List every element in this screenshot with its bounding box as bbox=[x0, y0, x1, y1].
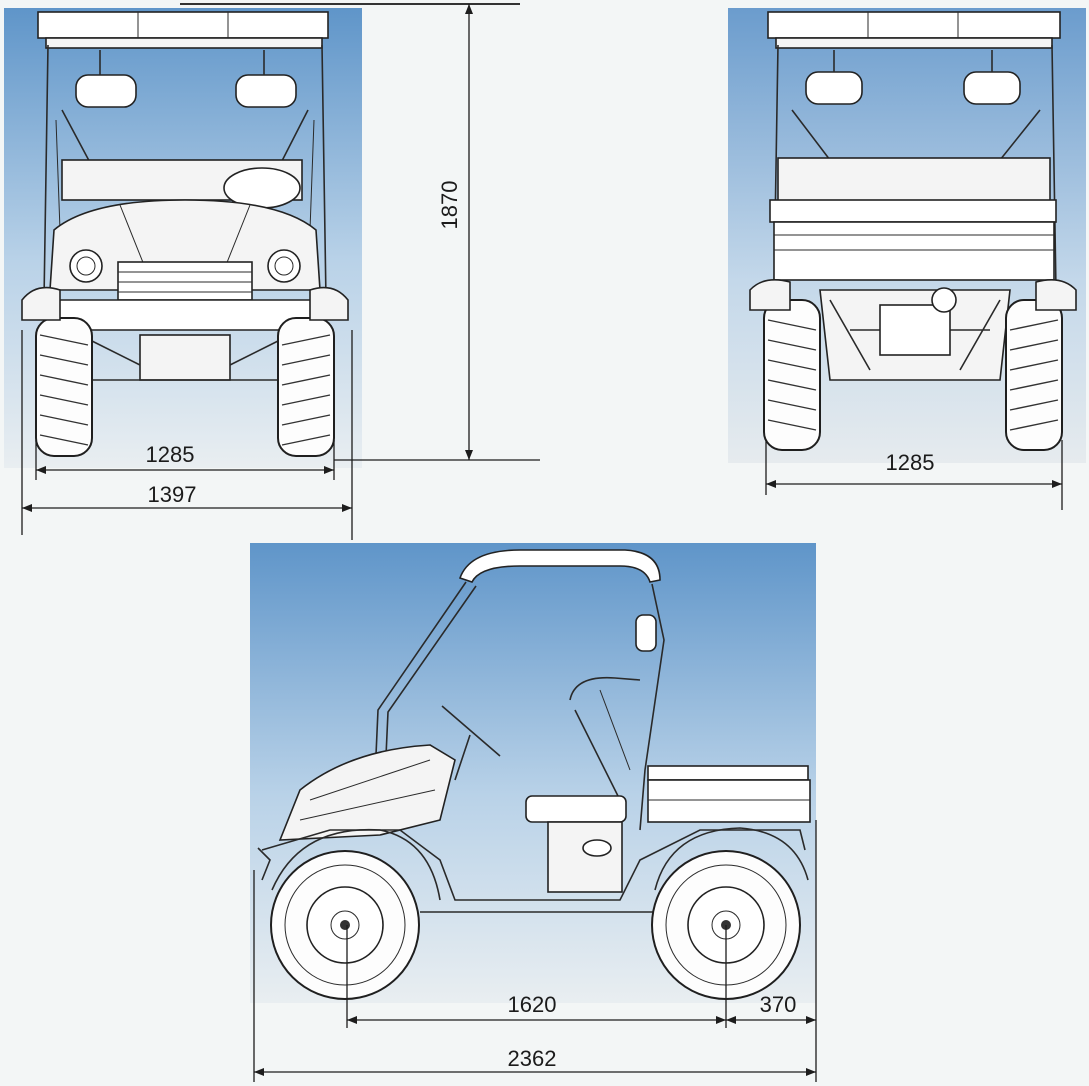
side-seat bbox=[525, 795, 627, 823]
front-grille bbox=[117, 261, 253, 301]
front-track-label: 1285 bbox=[146, 442, 195, 467]
overall-length-label: 2362 bbox=[508, 1046, 557, 1071]
rear-overhang-label: 370 bbox=[760, 992, 797, 1017]
front-left-mirror bbox=[75, 74, 137, 108]
wheelbase-label: 1620 bbox=[508, 992, 557, 1017]
front-dimensions: 1285 1397 1870 bbox=[21, 3, 540, 540]
rear-right-mirror bbox=[963, 71, 1021, 105]
rear-view bbox=[728, 8, 1086, 463]
rear-left-wheel bbox=[763, 299, 821, 451]
rear-cargo-box bbox=[773, 221, 1055, 281]
rear-dimensions: 1285 bbox=[765, 440, 1063, 510]
side-steering-wheel bbox=[441, 705, 501, 757]
front-right-wheel bbox=[277, 317, 335, 457]
overall-height-label: 1870 bbox=[437, 181, 462, 230]
overall-width-label: 1397 bbox=[148, 482, 197, 507]
rear-right-wheel bbox=[1005, 299, 1063, 451]
side-mirror bbox=[635, 614, 657, 652]
front-right-mirror bbox=[235, 74, 297, 108]
front-right-headlight bbox=[267, 249, 301, 283]
front-left-wheel bbox=[35, 317, 93, 457]
side-view bbox=[250, 543, 816, 1003]
rear-track-label: 1285 bbox=[886, 450, 935, 475]
front-view bbox=[4, 8, 362, 468]
front-left-headlight bbox=[69, 249, 103, 283]
side-cargo-bed bbox=[647, 779, 811, 823]
rear-left-mirror bbox=[805, 71, 863, 105]
side-roof bbox=[458, 549, 661, 583]
side-dimensions: 1620 370 2362 bbox=[253, 820, 817, 1082]
front-bumper bbox=[50, 299, 320, 331]
side-hood bbox=[278, 744, 456, 841]
